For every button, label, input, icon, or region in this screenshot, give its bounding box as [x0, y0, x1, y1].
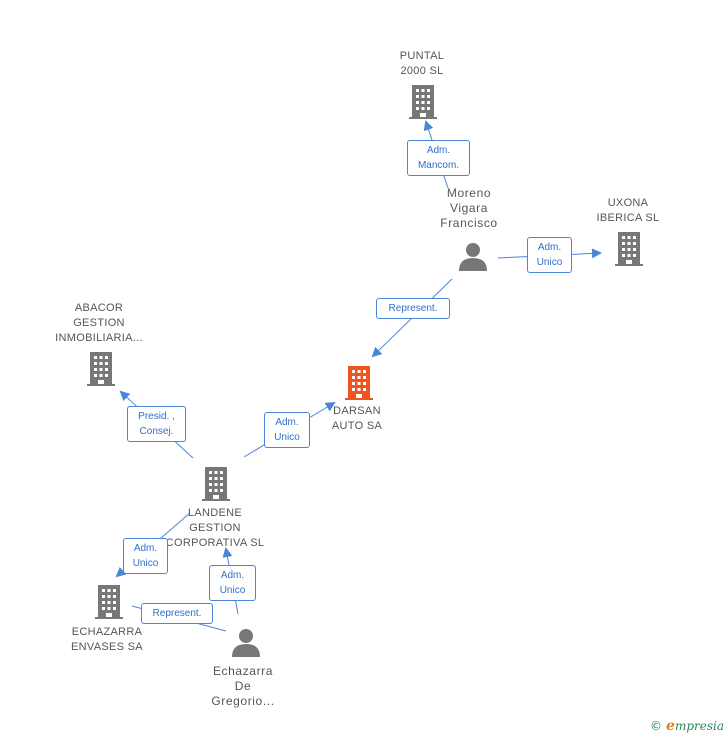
- edge-label-moreno-darsan[interactable]: Represent.: [376, 298, 450, 319]
- building-icon[interactable]: [87, 352, 115, 386]
- node-label-echazarra-envases[interactable]: ECHAZARRA ENVASES SA: [57, 625, 157, 655]
- node-label-line: ENVASES SA: [71, 641, 143, 653]
- edge-label-line: Adm.: [537, 242, 562, 253]
- node-label-line: PUNTAL: [399, 50, 445, 62]
- node-label-landene[interactable]: LANDENE GESTION CORPORATIVA SL: [155, 506, 275, 551]
- person-icon[interactable]: [458, 241, 488, 271]
- node-label-line: AUTO SA: [331, 420, 383, 432]
- node-label-line: IBERICA SL: [596, 212, 660, 224]
- node-label-line: Francisco: [440, 216, 498, 230]
- node-label-line: Moreno: [446, 186, 492, 200]
- node-label-darsan[interactable]: DARSAN AUTO SA: [317, 404, 397, 434]
- building-icon[interactable]: [409, 85, 437, 119]
- brand-watermark[interactable]: ©empresia: [650, 718, 724, 734]
- building-icon[interactable]: [95, 585, 123, 619]
- brand-name: mpresia: [674, 719, 724, 733]
- node-label-line: GESTION: [73, 317, 125, 329]
- node-label-line: ABACOR: [74, 302, 124, 314]
- node-label-line: LANDENE: [187, 507, 243, 519]
- node-label-line: De: [234, 679, 252, 693]
- edge-label-line: Adm.: [275, 417, 299, 428]
- edge-label-line: Unico: [132, 558, 159, 569]
- node-label-line: UXONA: [607, 197, 649, 209]
- edge-label-landene-darsan[interactable]: Adm. Unico: [264, 412, 310, 448]
- edge-label-line: Adm.: [220, 570, 245, 581]
- building-icon[interactable]: [202, 467, 230, 501]
- node-label-moreno[interactable]: Moreno Vigara Francisco: [419, 186, 519, 231]
- node-label-echazarra-person[interactable]: Echazarra De Gregorio...: [193, 664, 293, 709]
- node-label-line: INMOBILIARIA...: [55, 332, 143, 344]
- node-label-line: CORPORATIVA SL: [165, 537, 265, 549]
- node-label-uxona[interactable]: UXONA IBERICA SL: [578, 196, 678, 226]
- building-icon[interactable]: [615, 232, 643, 266]
- edge-label-echp-echazarra[interactable]: Represent.: [141, 603, 213, 624]
- edge-label-line: Adm.: [133, 543, 158, 554]
- copyright-symbol: ©: [650, 719, 663, 733]
- edge-label-line: Represent.: [152, 608, 202, 619]
- node-label-line: Vigara: [449, 201, 489, 215]
- node-label-line: 2000 SL: [400, 65, 444, 77]
- node-label-line: DARSAN: [333, 405, 381, 417]
- edge-label-landene-abacor[interactable]: Presid. , Consej.: [127, 406, 186, 442]
- building-icon-focus[interactable]: [345, 366, 373, 400]
- edge-label-line: Presid. ,: [138, 411, 175, 422]
- edge-label-line: Unico: [219, 585, 246, 596]
- edge-label-line: Adm.: [426, 145, 451, 156]
- edge-label-moreno-puntal[interactable]: Adm. Mancom.: [407, 140, 470, 176]
- edge-label-landene-echazarra[interactable]: Adm. Unico: [123, 538, 168, 574]
- node-label-puntal[interactable]: PUNTAL 2000 SL: [372, 49, 472, 79]
- edge-label-line: Mancom.: [417, 160, 460, 171]
- brand-initial: e: [666, 718, 675, 734]
- person-icon[interactable]: [231, 627, 261, 657]
- edge-label-moreno-uxona[interactable]: Adm. Unico: [527, 237, 572, 273]
- node-label-line: Gregorio...: [211, 694, 275, 708]
- edge-label-line: Consej.: [139, 426, 174, 437]
- node-label-abacor[interactable]: ABACOR GESTION INMOBILIARIA...: [44, 301, 154, 346]
- edge-label-line: Unico: [274, 432, 300, 443]
- edge-label-echp-landene[interactable]: Adm. Unico: [209, 565, 256, 601]
- node-label-line: ECHAZARRA: [71, 626, 143, 638]
- node-label-line: GESTION: [189, 522, 241, 534]
- node-label-line: Echazarra: [212, 664, 274, 678]
- edge-label-line: Unico: [536, 257, 563, 268]
- edge-label-line: Represent.: [388, 303, 438, 314]
